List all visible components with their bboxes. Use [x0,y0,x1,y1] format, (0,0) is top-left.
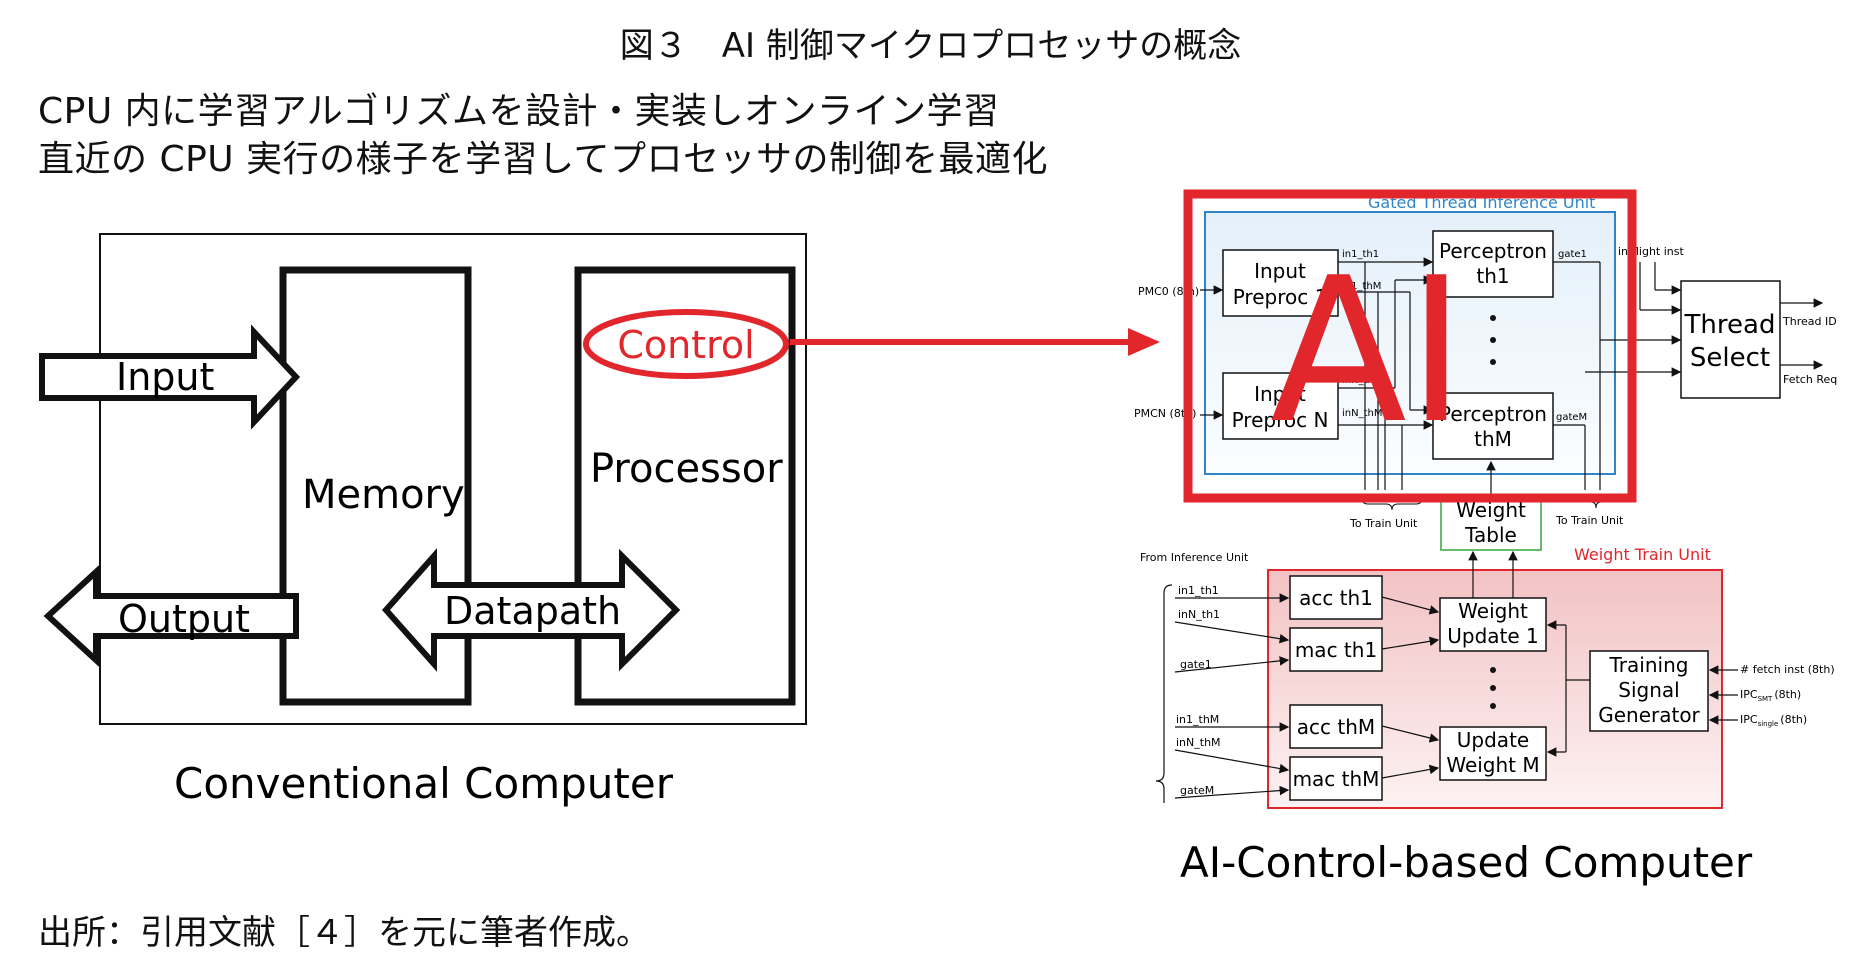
description-line-2: 直近の CPU 実行の様子を学習してプロセッサの制御を最適化 [38,139,1049,180]
update-weight-m-line1: Update [1457,728,1529,752]
inference-wires [1338,257,1824,490]
train-inn-th1-label: inN_th1 [1178,608,1220,621]
output-label: Output [118,597,250,641]
training-signal-generator-line3: Generator [1598,703,1700,727]
weight-table-block [1440,494,1542,551]
pmcn-label: PMCN (8th) [1134,407,1196,420]
control-ellipse [583,309,789,379]
mac-th1-label: mac th1 [1295,638,1377,662]
thread-select-line1: Thread [1684,310,1776,340]
thread-id-label: Thread ID [1782,315,1837,328]
weight-train-unit-label: Weight Train Unit [1574,545,1711,564]
description-line-1: CPU 内に学習アルゴリズムを設計・実装しオンライン学習 [38,91,1000,132]
figure-title: 図３ AI 制御マイクロプロセッサの概念 [619,26,1242,66]
train-in1-th1-label: in1_th1 [1178,584,1219,597]
ipc-single-label: IPCsingle(8th) [1740,713,1807,728]
conventional-computer: Input Output Datapath Memory Processor C… [39,233,1160,808]
acc-th1-label: acc th1 [1299,586,1373,610]
acc-thm-block [1289,704,1383,749]
mac-th1-block [1289,627,1383,672]
perceptron-thm-line1: Perceptron [1439,402,1547,426]
update-weight-m-block [1439,726,1547,781]
from-inference-unit-label: From Inference Unit [1140,551,1249,564]
input-preproc-1-line1: Input [1254,259,1306,283]
weight-update-1-block [1439,597,1547,652]
weight-update-1-line1: Weight [1458,599,1528,623]
perceptron-thm-line2: thM [1474,427,1512,451]
update-weight-m-line2: Weight M [1446,753,1539,777]
input-arrow [39,324,301,430]
memory-label: Memory [302,472,465,518]
perceptron-ellipsis [1490,315,1496,365]
control-to-ai-arrowhead [1128,328,1160,356]
to-train-unit-label-1: To Train Unit [1349,517,1418,530]
datapath-arrow [381,548,681,672]
control-label: Control [617,323,754,367]
in1-thm-label: in1_thM [1342,281,1381,292]
input-preproc-n-line1: Input [1254,382,1306,406]
source-note: 出所：引用文献［４］を元に筆者作成。 [38,913,650,953]
fetch-inst-label: # fetch inst (8th) [1740,663,1835,676]
training-signal-generator-block [1589,650,1709,732]
thread-select-block [1680,280,1781,399]
ipc-smt-text: IPC [1740,688,1758,701]
ipc-smt-label: IPCSMT(8th) [1740,688,1801,703]
perceptron-th1-line2: th1 [1476,264,1509,288]
datapath-label: Datapath [444,589,621,633]
inn-th1-label: inN_th1 [1342,375,1380,386]
gatem-label: gateM [1556,412,1587,423]
inn-thm-label: inN_thM [1342,408,1382,419]
ipc-single-text: IPC [1740,713,1758,726]
ai-highlight-frame [1183,189,1637,503]
acc-thm-label: acc thM [1297,715,1375,739]
input-label: Input [116,355,214,399]
ipc-single-8th: (8th) [1780,713,1807,726]
gate1-label: gate1 [1558,249,1587,260]
input-preproc-n-block [1222,372,1339,440]
in1-th1-label: in1_th1 [1342,249,1379,260]
fetch-req-label: Fetch Req [1783,373,1837,386]
train-inn-thm-label: inN_thM [1176,736,1221,749]
ai-overlay-label: AI [1270,235,1466,468]
training-signal-generator-line1: Training [1609,653,1689,677]
conventional-frame [99,233,807,725]
training-signal-generator-line2: Signal [1618,678,1679,702]
train-in1-thm-label: in1_thM [1176,713,1219,726]
ipc-single-sub: single [1758,720,1779,728]
perceptron-th1-line1: Perceptron [1439,239,1547,263]
weight-table-line2: Table [1464,523,1517,547]
ipc-smt-8th: (8th) [1774,688,1801,701]
perceptron-th1-block [1432,230,1554,298]
input-preproc-1-line2: Preproc 1 [1233,285,1328,309]
weight-update-ellipsis [1490,667,1496,709]
mac-thm-block [1289,756,1383,801]
mac-thm-label: mac thM [1293,767,1380,791]
train-gate1-label: gate1 [1180,658,1212,671]
input-preproc-n-line2: Preproc N [1232,408,1329,432]
conventional-caption: Conventional Computer [174,759,674,808]
thread-select-line2: Select [1690,343,1770,373]
input-preproc-1-block [1222,249,1339,317]
ai-computer-caption: AI-Control-based Computer [1180,838,1753,887]
processor-label: Processor [590,446,783,492]
output-arrow [43,565,299,667]
to-train-brace-1 [1361,497,1423,511]
train-wires [1155,550,1738,803]
acc-th1-block [1289,575,1383,620]
ai-control-computer: Gated Thread Inference Unit Input Prepro… [1134,189,1837,887]
to-train-unit-label-2: To Train Unit [1555,514,1624,527]
train-gatem-label: gateM [1180,784,1214,797]
ipc-smt-sub: SMT [1758,695,1773,703]
weight-update-1-line2: Update 1 [1447,624,1539,648]
